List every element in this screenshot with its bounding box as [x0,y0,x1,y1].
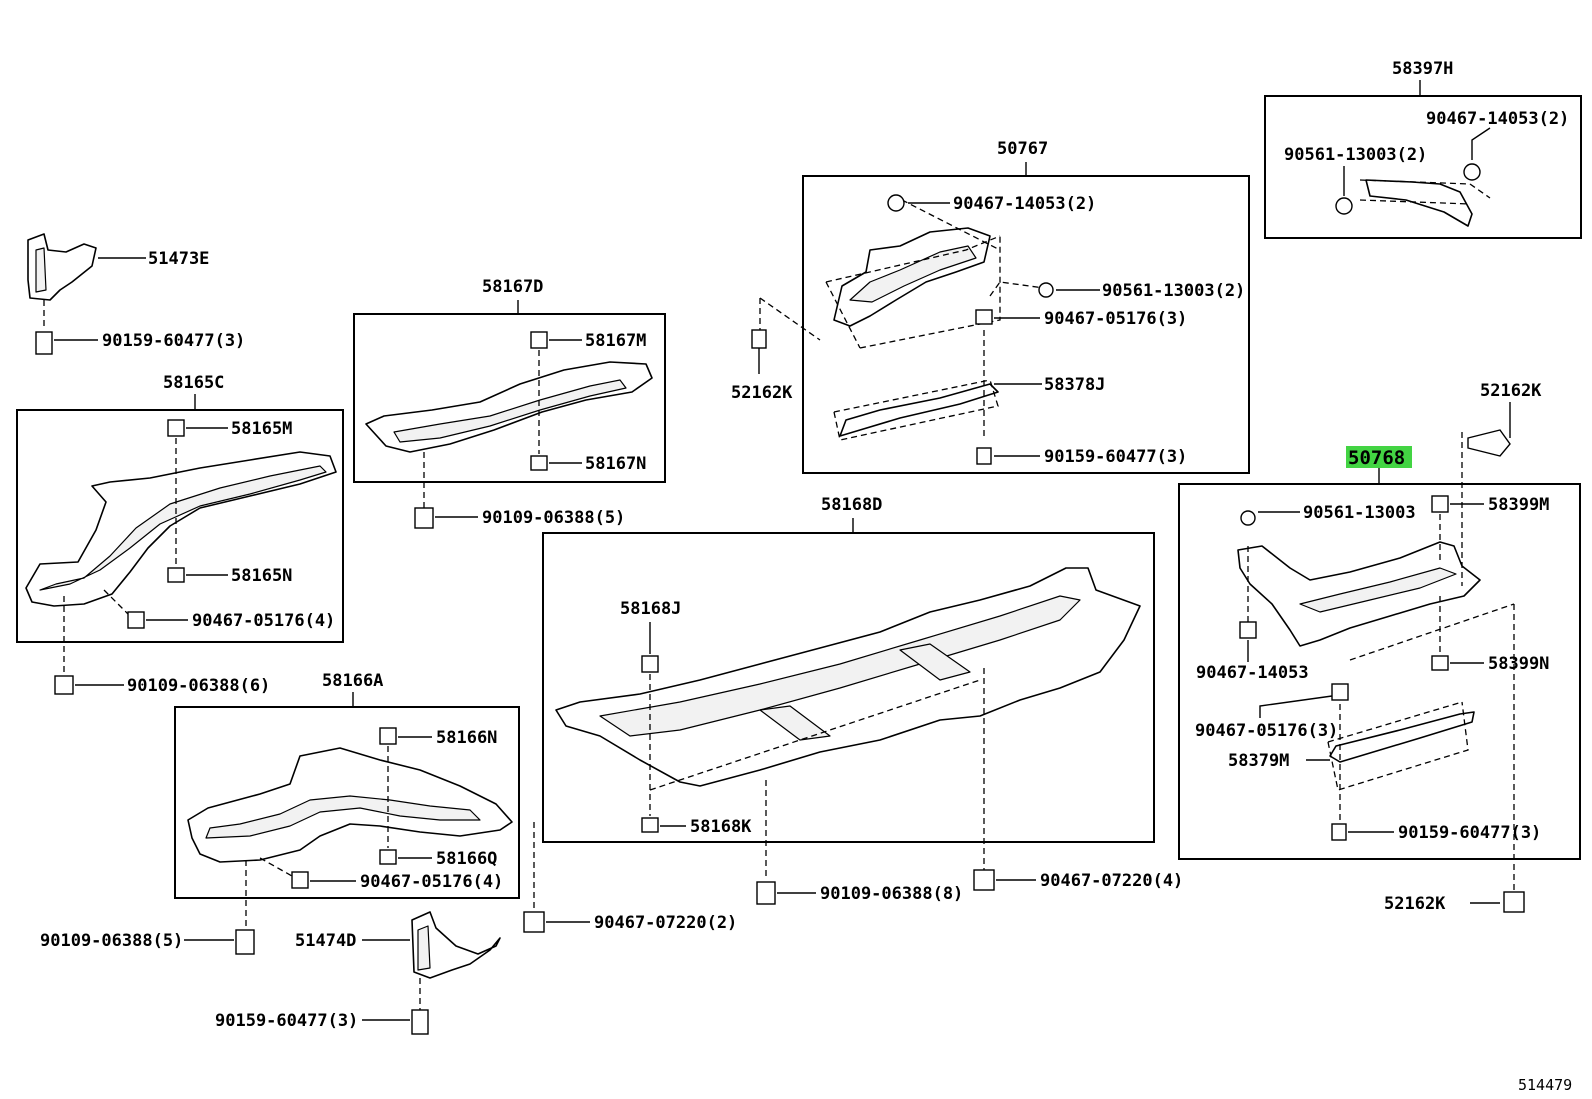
nut-icon [1463,163,1481,181]
group-title-58166A: 58166A [322,671,383,691]
clip-icon [1431,655,1449,671]
group-box-58397H [1264,95,1582,239]
label-58165N: 58165N [231,566,292,586]
bolt-icon [1331,823,1347,841]
nut-icon [887,194,905,212]
clip-icon [167,567,185,583]
group-box-58166A [174,706,520,899]
label-90109-06388-6: 90109-06388(6) [127,676,270,696]
bolt-icon [414,507,434,529]
clip-icon [1331,683,1349,701]
clip-icon [523,911,545,933]
label-90467-14053: 90467-14053 [1196,663,1309,683]
label-52162K: 52162K [1480,381,1542,401]
label-90109-06388-8: 90109-06388(8) [820,884,963,904]
group-box-58168D [542,532,1155,843]
label-58165M: 58165M [231,419,292,439]
label-58167N: 58167N [585,454,646,474]
bolt-icon [641,655,659,673]
part-58168D-drawing [555,567,1141,787]
group-title-58165C: 58165C [163,373,224,393]
nut-icon [1335,197,1353,215]
label-90467-05176: 90467-05176(4) [360,872,503,892]
label-52162K: 52162K [731,383,793,403]
group-box-58167D [353,313,666,483]
label-90159-60477: 90159-60477(3) [102,331,245,351]
nut-icon [1239,621,1257,639]
bolt-icon [411,1009,429,1035]
clip-icon [530,455,548,471]
label-58168J: 58168J [620,599,681,619]
label-90467-14053: 90467-14053(2) [953,194,1096,214]
label-90109-06388-5: 90109-06388(5) [40,931,183,951]
clip-icon [975,309,993,325]
label-51474D: 51474D [295,931,356,951]
bolt-icon [756,881,776,905]
label-51473E: 51473E [148,249,209,269]
label-90159-60477: 90159-60477(3) [215,1011,358,1031]
label-58379M: 58379M [1228,751,1289,771]
bolt-icon [35,331,53,355]
clip-icon [127,611,145,629]
label-90467-05176: 90467-05176(3) [1195,721,1338,741]
label-90467-07220-2: 90467-07220(2) [594,913,737,933]
highlight-marker [1346,446,1412,468]
part-51473E-drawing [27,233,97,301]
label-58399M: 58399M [1488,495,1549,515]
label-90467-05176: 90467-05176(4) [192,611,335,631]
clip-icon [641,817,659,833]
label-90561-13003: 90561-13003 [1303,503,1416,523]
label-58166N: 58166N [436,728,497,748]
part-50767-drawing [759,199,1045,441]
bolt-icon [54,675,74,695]
label-90561-13003: 90561-13003(2) [1284,145,1427,165]
bolt-icon [167,419,185,437]
group-title-58397H: 58397H [1392,59,1453,79]
part-58397H-drawing [1359,179,1491,227]
label-58167M: 58167M [585,331,646,351]
part-50768-drawing[interactable] [1237,432,1515,896]
label-90467-05176: 90467-05176(3) [1044,309,1187,329]
label-90159-60477: 90159-60477(3) [1044,447,1187,467]
nut-icon [1038,282,1054,298]
label-90159-60477: 90159-60477(3) [1398,823,1541,843]
label-52162K: 52162K [1384,894,1446,914]
clip-icon [379,849,397,865]
group-title-50768[interactable]: 50768 [1348,447,1405,469]
label-90467-07220-4: 90467-07220(4) [1040,871,1183,891]
part-58165C-drawing [25,451,337,607]
clip-icon [1503,891,1525,913]
bolt-icon [379,727,397,745]
nut-icon [1240,510,1256,526]
label-90109-06388-5: 90109-06388(5) [482,508,625,528]
clip-icon [291,871,309,889]
bolt-icon [530,331,548,349]
bolt-icon [1431,495,1449,513]
bolt-icon [976,447,992,465]
bolt-icon [235,929,255,955]
group-title-50767: 50767 [997,139,1048,159]
part-51474D-drawing [411,911,501,979]
label-58378J: 58378J [1044,375,1105,395]
group-title-58168D: 58168D [821,495,882,515]
label-90561-13003: 90561-13003(2) [1102,281,1245,301]
clip-icon [973,869,995,891]
label-58399N: 58399N [1488,654,1549,674]
part-58167D-drawing [365,361,653,453]
group-box-58165C [16,409,344,643]
diagram-code: 514479 [1518,1076,1572,1094]
label-58166Q: 58166Q [436,849,497,869]
part-58166A-drawing [187,747,513,863]
label-90467-14053: 90467-14053(2) [1426,109,1569,129]
group-title-58167D: 58167D [482,277,543,297]
clip-icon [1467,429,1511,457]
bolt-icon [751,329,767,349]
label-58168K: 58168K [690,817,752,837]
